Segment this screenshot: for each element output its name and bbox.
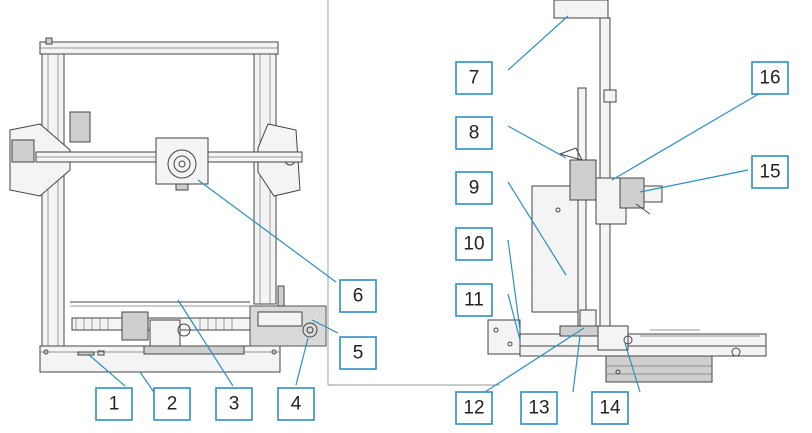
- svg-text:3: 3: [229, 394, 240, 415]
- callout-10: 10: [456, 228, 492, 260]
- svg-text:11: 11: [464, 290, 484, 311]
- svg-text:10: 10: [463, 234, 484, 255]
- svg-text:7: 7: [469, 68, 480, 89]
- svg-text:5: 5: [353, 343, 364, 364]
- callout-9: 9: [456, 172, 492, 204]
- svg-text:6: 6: [353, 286, 364, 307]
- callout-13: 13: [521, 392, 557, 424]
- svg-text:14: 14: [599, 398, 621, 419]
- callout-7: 7: [456, 62, 492, 94]
- svg-text:15: 15: [759, 162, 780, 183]
- svg-text:16: 16: [759, 68, 780, 89]
- callout-4: 4: [278, 388, 314, 420]
- callout-16: 16: [752, 62, 788, 94]
- callout-8: 8: [456, 117, 492, 149]
- svg-text:12: 12: [463, 398, 484, 419]
- callout-11: 11: [456, 284, 492, 316]
- svg-text:1: 1: [109, 394, 120, 415]
- callout-14: 14: [592, 392, 628, 424]
- callout-2: 2: [154, 388, 190, 420]
- front-view: [10, 38, 326, 372]
- callout-12: 12: [456, 392, 492, 424]
- svg-text:4: 4: [291, 394, 302, 415]
- callout-3: 3: [216, 388, 252, 420]
- callout-5: 5: [340, 337, 376, 369]
- svg-text:8: 8: [469, 123, 480, 144]
- side-view: [488, 0, 766, 382]
- svg-text:13: 13: [528, 398, 549, 419]
- callout-6: 6: [340, 280, 376, 312]
- svg-text:9: 9: [469, 178, 480, 199]
- callout-1: 1: [96, 388, 132, 420]
- svg-text:2: 2: [167, 394, 178, 415]
- callout-15: 15: [752, 156, 788, 188]
